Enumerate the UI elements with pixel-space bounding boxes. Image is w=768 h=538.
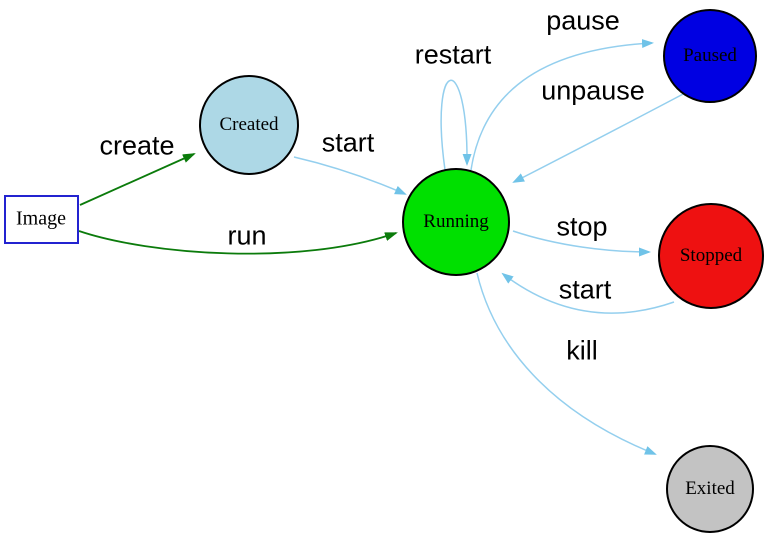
node-exited-label: Exited bbox=[685, 478, 735, 499]
node-exited bbox=[666, 445, 754, 533]
edge-unpause bbox=[512, 91, 688, 183]
node-image bbox=[4, 195, 79, 244]
node-running bbox=[402, 168, 510, 276]
edge-start-again bbox=[501, 272, 675, 314]
edge-stop bbox=[512, 230, 651, 257]
edge-start-label: start bbox=[321, 127, 375, 158]
node-created bbox=[199, 75, 299, 175]
node-paused-label: Paused bbox=[683, 45, 737, 66]
edge-pause bbox=[470, 39, 654, 171]
edge-create-label: create bbox=[99, 130, 175, 161]
edge-create bbox=[79, 153, 196, 206]
edge-restart-loop bbox=[440, 79, 472, 171]
edge-kill-label: kill bbox=[566, 335, 598, 366]
node-stopped-label: Stopped bbox=[679, 245, 743, 266]
edge-run-label: run bbox=[227, 220, 267, 251]
node-stopped bbox=[658, 203, 764, 309]
edge-start bbox=[293, 156, 407, 195]
edge-restart-label: restart bbox=[414, 39, 492, 70]
node-paused bbox=[663, 9, 757, 103]
edge-unpause-label: unpause bbox=[541, 75, 645, 106]
edge-kill bbox=[476, 272, 657, 455]
edge-stop-label: stop bbox=[556, 211, 608, 242]
node-image-label: Image bbox=[16, 207, 66, 230]
edge-pause-label: pause bbox=[546, 5, 620, 36]
node-created-label: Created bbox=[219, 114, 279, 135]
edge-start-again-label: start bbox=[558, 274, 612, 305]
node-running-label: Running bbox=[423, 211, 489, 232]
edge-run bbox=[78, 230, 398, 255]
